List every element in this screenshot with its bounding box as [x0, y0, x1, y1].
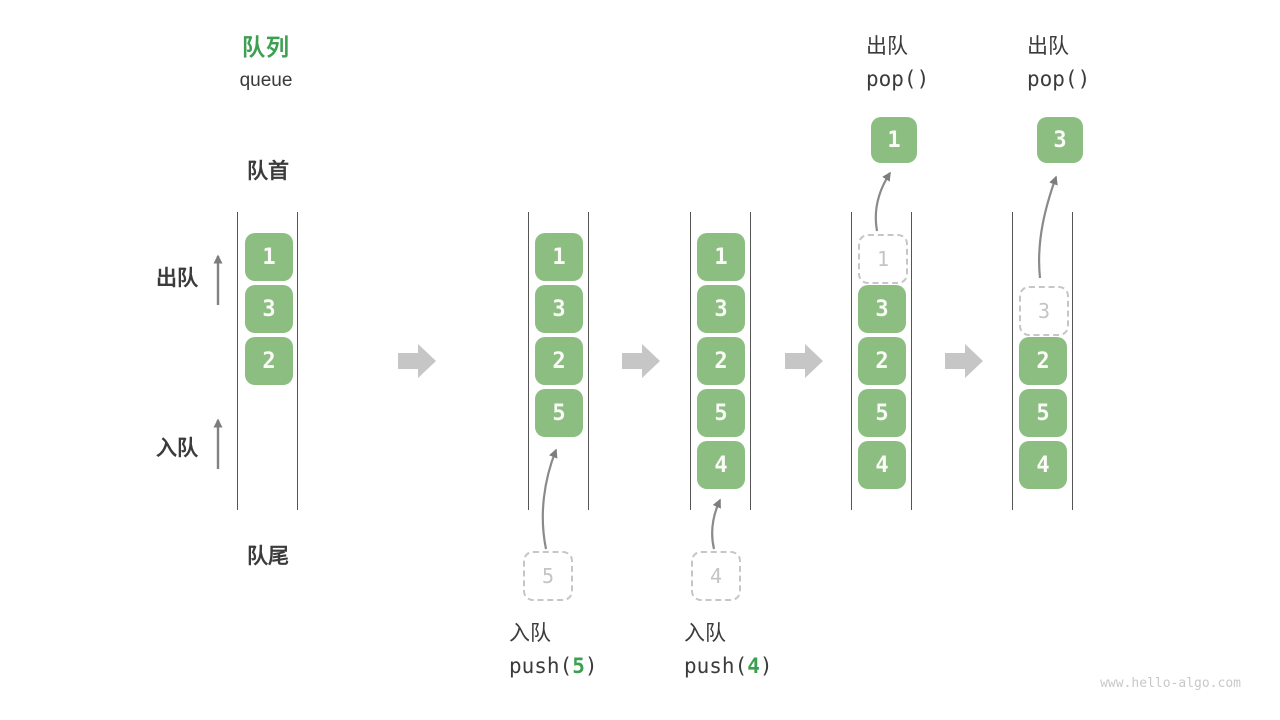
front-label: 队首: [247, 160, 289, 183]
diagram-title-zh: 队列: [242, 34, 290, 60]
push-label: 入队: [509, 622, 551, 645]
push-code: push(5): [509, 654, 598, 678]
queue-channel-2: [528, 212, 589, 510]
queue-channel-5: [1012, 212, 1073, 510]
queue-item: 2: [858, 337, 906, 385]
step-arrow-icon: [945, 344, 983, 378]
queue-item: 1: [245, 233, 293, 281]
queue-item: 3: [858, 285, 906, 333]
step-arrow-icon: [622, 344, 660, 378]
dequeue-side-label: 出队: [156, 267, 198, 290]
pop-label: 出队: [866, 35, 908, 58]
push-label: 入队: [684, 622, 726, 645]
push-arg: 5: [572, 654, 585, 678]
queue-channel-3: [690, 212, 751, 510]
incoming-item-ghost: 5: [523, 551, 573, 601]
queue-item: 2: [245, 337, 293, 385]
queue-item: 4: [1019, 441, 1067, 489]
pop-code: pop(): [1027, 67, 1091, 91]
push-code: push(4): [684, 654, 773, 678]
popped-item: 1: [871, 117, 917, 163]
diagram-title-en: queue: [239, 70, 293, 91]
queue-item: 1: [697, 233, 745, 281]
queue-item: 3: [245, 285, 293, 333]
queue-item: 3: [697, 285, 745, 333]
rear-label: 队尾: [247, 545, 289, 568]
queue-item: 4: [697, 441, 745, 489]
push-arg: 4: [747, 654, 760, 678]
queue-channel-1: [237, 212, 298, 510]
queue-item: 2: [535, 337, 583, 385]
queue-item: 5: [1019, 389, 1067, 437]
queue-item: 3: [535, 285, 583, 333]
queue-item: 5: [697, 389, 745, 437]
queue-channel-4: [851, 212, 912, 510]
queue-item: 4: [858, 441, 906, 489]
incoming-item-ghost: 4: [691, 551, 741, 601]
queue-item: 5: [535, 389, 583, 437]
watermark: www.hello-algo.com: [1100, 676, 1241, 691]
queue-item: 1: [535, 233, 583, 281]
pop-label: 出队: [1027, 35, 1069, 58]
queue-item: 5: [858, 389, 906, 437]
popped-item: 3: [1037, 117, 1083, 163]
queue-item: 2: [1019, 337, 1067, 385]
pop-code: pop(): [866, 67, 930, 91]
step-arrow-icon: [785, 344, 823, 378]
enqueue-side-label: 入队: [156, 437, 198, 460]
queue-item: 2: [697, 337, 745, 385]
popped-slot-ghost: 1: [858, 234, 908, 284]
step-arrow-icon: [398, 344, 436, 378]
popped-slot-ghost: 3: [1019, 286, 1069, 336]
